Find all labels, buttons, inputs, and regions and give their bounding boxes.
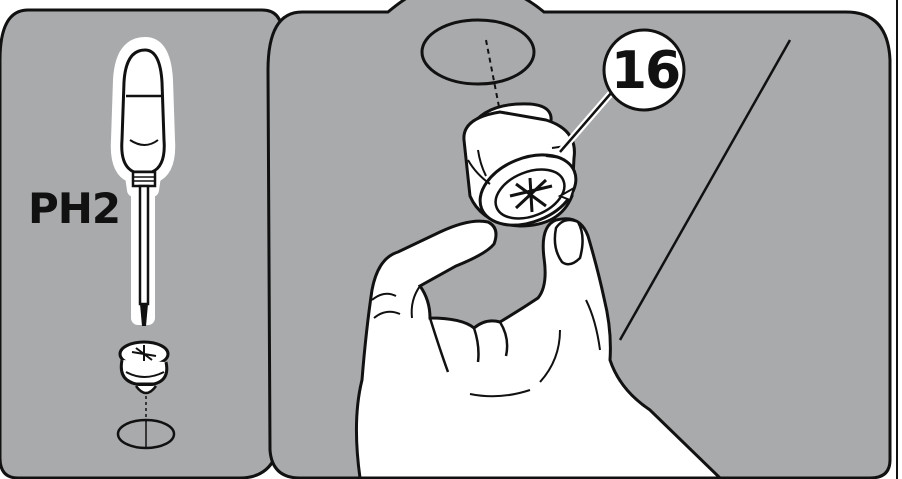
step-callout-number: 16 <box>606 36 684 106</box>
bit-size-label: PH2 <box>28 188 120 230</box>
hand-icon <box>356 219 720 478</box>
